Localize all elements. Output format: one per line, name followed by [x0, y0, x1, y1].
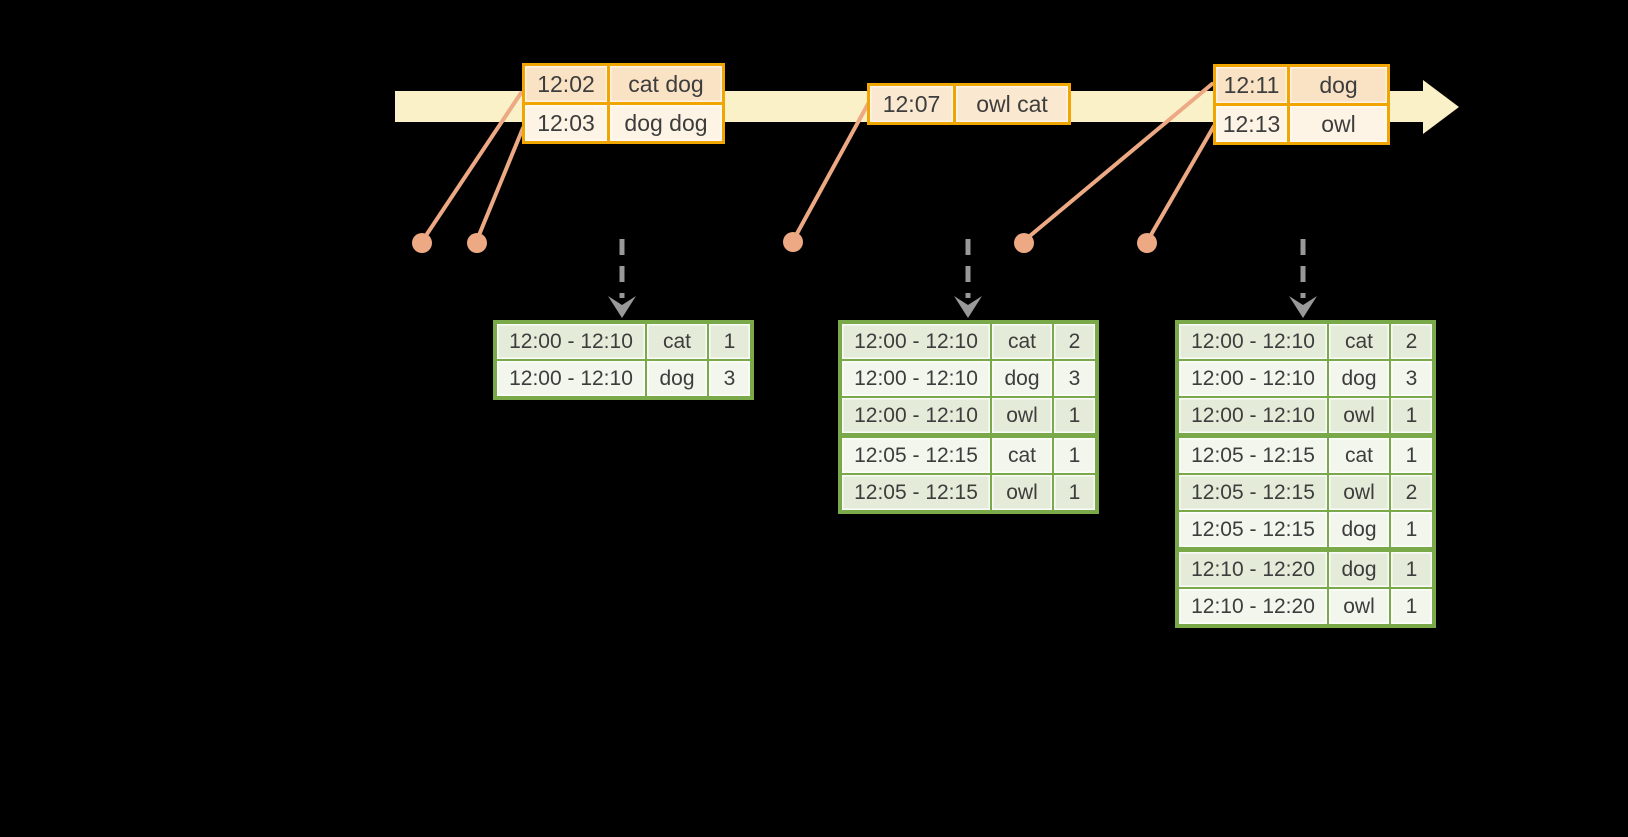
- trigger-arrows: [608, 239, 1317, 318]
- count-cell: 3: [709, 361, 750, 396]
- window-cell: 12:00 - 12:10: [842, 361, 990, 396]
- word-cell: cat: [992, 324, 1052, 359]
- word-cell: cat: [1329, 438, 1389, 473]
- window-cell: 12:00 - 12:10: [1179, 324, 1327, 359]
- event-connector-line: [1023, 82, 1214, 242]
- time-cell: 12:07: [870, 86, 953, 122]
- words-cell: owl: [1290, 106, 1387, 142]
- words-cell: cat dog: [610, 66, 722, 102]
- time-cell: 12:13: [1216, 106, 1287, 142]
- window-cell: 12:10 - 12:20: [1179, 552, 1327, 587]
- word-cell: owl: [1329, 475, 1389, 510]
- count-cell: 1: [1391, 552, 1432, 587]
- word-cell: cat: [1329, 324, 1389, 359]
- time-cell: 12:02: [525, 66, 607, 102]
- event-dot-icon: [783, 232, 803, 252]
- event-connector-line: [421, 91, 523, 242]
- count-cell: 1: [1054, 398, 1095, 433]
- word-cell: dog: [647, 361, 707, 396]
- event-connector-line: [475, 126, 525, 242]
- window-cell: 12:10 - 12:20: [1179, 589, 1327, 624]
- count-cell: 2: [1391, 324, 1432, 359]
- event-dots: [412, 232, 1157, 253]
- count-cell: 2: [1054, 324, 1095, 359]
- trigger-arrowhead-icon: [1289, 296, 1317, 318]
- word-cell: owl: [1329, 398, 1389, 433]
- word-cell: dog: [992, 361, 1052, 396]
- event-dot-icon: [412, 233, 432, 253]
- window-cell: 12:00 - 12:10: [1179, 361, 1327, 396]
- window-cell: 12:00 - 12:10: [1179, 398, 1327, 433]
- window-cell: 12:05 - 12:15: [842, 475, 990, 510]
- word-cell: dog: [1329, 361, 1389, 396]
- count-cell: 1: [1054, 475, 1095, 510]
- word-cell: owl: [1329, 589, 1389, 624]
- count-cell: 1: [1391, 512, 1432, 547]
- word-cell: dog: [1329, 552, 1389, 587]
- count-cell: 2: [1391, 475, 1432, 510]
- window-cell: 12:00 - 12:10: [497, 361, 645, 396]
- count-cell: 1: [1391, 398, 1432, 433]
- word-cell: cat: [992, 438, 1052, 473]
- words-cell: owl cat: [956, 86, 1068, 122]
- window-cell: 12:05 - 12:15: [1179, 438, 1327, 473]
- window-cell: 12:00 - 12:10: [842, 398, 990, 433]
- timeline-arrowhead-icon: [1423, 80, 1459, 134]
- time-cell: 12:11: [1216, 67, 1287, 103]
- word-cell: cat: [647, 324, 707, 359]
- window-cell: 12:05 - 12:15: [1179, 475, 1327, 510]
- event-connector-lines: [421, 82, 1216, 242]
- event-connector-line: [1146, 124, 1216, 242]
- window-cell: 12:05 - 12:15: [842, 438, 990, 473]
- trigger-arrowhead-icon: [954, 296, 982, 318]
- event-connector-line: [792, 102, 870, 241]
- time-cell: 12:03: [525, 105, 607, 141]
- event-dot-icon: [467, 233, 487, 253]
- word-cell: owl: [992, 475, 1052, 510]
- event-dot-icon: [1014, 233, 1034, 253]
- count-cell: 3: [1391, 361, 1432, 396]
- window-cell: 12:00 - 12:10: [842, 324, 990, 359]
- count-cell: 1: [709, 324, 750, 359]
- word-cell: owl: [992, 398, 1052, 433]
- word-cell: dog: [1329, 512, 1389, 547]
- trigger-arrowhead-icon: [608, 296, 636, 318]
- count-cell: 1: [1391, 438, 1432, 473]
- event-dot-icon: [1137, 233, 1157, 253]
- words-cell: dog dog: [610, 105, 722, 141]
- window-cell: 12:05 - 12:15: [1179, 512, 1327, 547]
- count-cell: 1: [1391, 589, 1432, 624]
- words-cell: dog: [1290, 67, 1387, 103]
- count-cell: 1: [1054, 438, 1095, 473]
- window-cell: 12:00 - 12:10: [497, 324, 645, 359]
- count-cell: 3: [1054, 361, 1095, 396]
